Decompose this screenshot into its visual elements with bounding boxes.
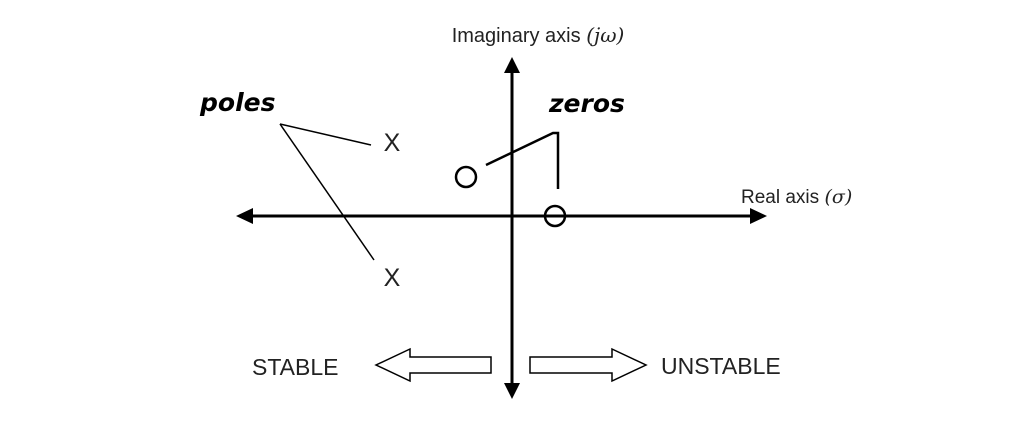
unstable-label: UNSTABLE [661,353,781,379]
real-axis [236,208,767,224]
poles-leader-to-lower-pole [279,123,375,261]
zeros-leader-lines [485,131,560,189]
zero-marker-on-real-axis [543,204,567,228]
real-axis-right-arrowhead [750,208,767,224]
real-axis-label: Real axis (σ) [741,186,852,208]
poles-leader-to-upper-pole [279,123,372,146]
imaginary-axis-bottom-arrowhead [504,383,520,399]
zero-marker-upper-left [454,165,478,189]
imaginary-axis-symbol: (jω) [586,23,624,47]
real-axis-left-arrowhead [236,208,253,224]
real-axis-label-text: Real axis [741,187,819,208]
imaginary-axis-top-arrowhead [504,57,520,73]
stable-label: STABLE [252,354,339,380]
poles-label: poles [199,88,275,117]
imaginary-axis-label: Imaginary axis (jω) [452,23,625,47]
pole-marker-lower: X [384,264,401,292]
stable-direction-arrow [374,347,492,383]
imaginary-axis [504,57,520,399]
unstable-direction-arrow [529,347,648,383]
poles-leader-lines [279,123,375,261]
real-axis-symbol: (σ) [824,186,852,208]
imaginary-axis-label-text: Imaginary axis [452,25,581,47]
zeros-label: zeros [548,89,625,118]
zeros-leader-bracket [485,131,560,189]
pole-marker-upper: X [384,129,401,157]
